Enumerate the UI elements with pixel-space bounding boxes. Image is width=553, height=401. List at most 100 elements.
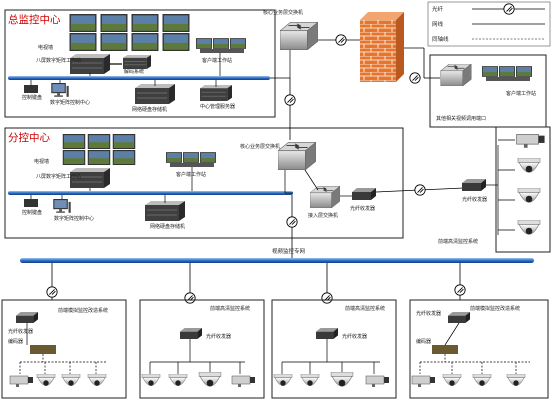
hd-dome-camera-icon: [517, 158, 541, 173]
box-camera-icon: [9, 375, 34, 388]
dome-camera-icon: [198, 372, 222, 387]
dome-camera-icon: [506, 374, 526, 387]
main-mgmt-label: 中心管理服务器: [200, 103, 235, 110]
front-end-3-transceiver-label: 光纤收发器: [342, 333, 367, 340]
sub-client-label: 客户端工作站: [176, 171, 206, 178]
hd-system-label: 前端高清监控系统: [438, 238, 478, 245]
dome-camera-icon: [61, 374, 81, 387]
main-decoder: [122, 55, 152, 69]
front-end-1-encoder-label: 编码器: [8, 338, 23, 345]
dome-camera-icon: [273, 374, 293, 387]
sub-matrix-label: 数字矩阵控制中心: [54, 215, 94, 222]
fiber-icon: [409, 72, 421, 84]
fiber-icon: [286, 216, 298, 228]
hd-dome-camera-icon: [517, 188, 541, 203]
box-camera-icon: [231, 375, 256, 388]
sub-storage: [145, 201, 185, 221]
main-nvr-label: 八屏数字矩阵工作站: [36, 57, 81, 64]
backbone-label: 视频监控专网: [272, 247, 306, 255]
sub-tv-wall-label: 电视墙: [34, 158, 49, 165]
main-core-switch-label: 核心业务层交换机: [263, 9, 303, 16]
fiber-icon: [503, 3, 515, 15]
dome-camera-icon: [300, 374, 320, 387]
remote-transceiver-label: 光纤收发器: [462, 196, 487, 203]
legend-fiber-label: 光纤: [432, 5, 444, 13]
fiber-icon: [321, 292, 333, 304]
sub-client-monitors: [166, 152, 216, 167]
front-end-4-encoder: [432, 345, 458, 354]
sub-access-switch-label: 接入层交换机: [308, 212, 338, 219]
sub-nvr-label: 八屏数字矩阵工作站: [36, 173, 81, 180]
fiber-icon: [414, 184, 426, 196]
dome-camera-icon: [168, 374, 188, 387]
legend: 光纤 网线 同轴线: [432, 3, 545, 43]
front-end-4: 前端模拟监控改造系统 光纤收发器 编码器: [409, 299, 549, 399]
dome-camera-icon: [141, 374, 161, 387]
hd-system-region: [495, 126, 551, 253]
sub-tv-wall: [62, 134, 136, 165]
remote-switch: [440, 64, 472, 86]
main-client-monitors: [196, 38, 246, 53]
sub-center-heading: 分控中心: [8, 131, 50, 144]
main-keyboard-label: 控制键盘: [22, 94, 42, 101]
dome-camera-icon: [442, 374, 462, 387]
legend-coax-label: 同轴线: [432, 35, 449, 43]
sub-access-switch: [310, 186, 340, 208]
main-tv-wall-label: 电视墙: [38, 44, 53, 51]
sub-storage-label: 网络硬盘存储机: [150, 223, 185, 230]
hd-dome-camera-icon: [517, 220, 541, 235]
front-end-4-transceiver: [448, 312, 470, 323]
box-camera-icon: [411, 375, 436, 388]
firewall: [360, 12, 404, 82]
front-end-1: 前端模拟监控改造系统 光纤收发器 编码器: [1, 299, 127, 399]
sub-matrix-pc: [53, 199, 71, 213]
sub-transceiver-label: 光纤收发器: [350, 205, 375, 212]
legend-box: [427, 1, 551, 47]
front-end-4-encoder-label: 编码器: [416, 338, 431, 345]
fiber-icon: [454, 284, 466, 296]
main-tv-wall: [69, 14, 190, 51]
main-client-label: 客户端工作站: [202, 57, 232, 64]
box-camera-icon: [365, 375, 390, 388]
remote-client-monitors: [482, 66, 532, 81]
sub-keyboard-label: 控制键盘: [22, 209, 42, 216]
remote-client-label: 客户端工作站: [506, 90, 536, 97]
dome-camera-icon: [330, 372, 354, 387]
front-end-1-transceiver-label: 光纤收发器: [8, 328, 33, 335]
front-end-2: 前端高清监控系统 光纤收发器: [139, 299, 265, 399]
front-end-2-transceiver-label: 光纤收发器: [206, 333, 231, 340]
sub-center-region: [4, 127, 404, 239]
dome-camera-icon: [472, 374, 492, 387]
fiber-icon: [46, 286, 58, 298]
front-end-1-encoder: [30, 345, 56, 354]
remote-zone-region: [429, 54, 547, 128]
front-end-1-transceiver: [16, 312, 38, 323]
sub-fiber-transceiver: [352, 188, 376, 200]
main-keyboard: [24, 85, 38, 93]
dome-camera-icon: [36, 374, 56, 387]
front-end-3-title: 前端高清监控系统: [345, 305, 385, 312]
main-lan-bus: [8, 76, 270, 80]
main-decoder-label: 解码系统: [124, 68, 144, 75]
main-center-heading: 总监控中心: [8, 13, 61, 26]
front-end-1-title: 前端模拟监控改造系统: [58, 307, 108, 314]
main-matrix-pc: [51, 83, 69, 97]
main-storage-label: 网络硬盘存储机: [132, 106, 167, 113]
backbone-bus: [20, 258, 534, 263]
front-end-4-transceiver-label: 光纤收发器: [416, 310, 441, 317]
main-nvr-rack: [70, 54, 110, 74]
sub-keyboard: [24, 199, 38, 207]
remote-fiber-transceiver: [462, 179, 486, 191]
dome-camera-icon: [87, 374, 107, 387]
remote-zone-label: 其他相关视频调用端口: [436, 115, 486, 122]
front-end-2-transceiver: [180, 328, 202, 339]
sub-lan-bus: [8, 191, 293, 195]
front-end-3-transceiver: [316, 328, 338, 339]
fiber-icon: [284, 94, 296, 106]
front-end-4-title: 前端模拟监控改造系统: [470, 305, 520, 312]
hd-box-camera-icon: [516, 133, 546, 149]
main-center-region: [4, 9, 276, 118]
front-end-3: 前端高清监控系统 光纤收发器: [271, 299, 397, 399]
sub-core-switch: [278, 142, 316, 170]
